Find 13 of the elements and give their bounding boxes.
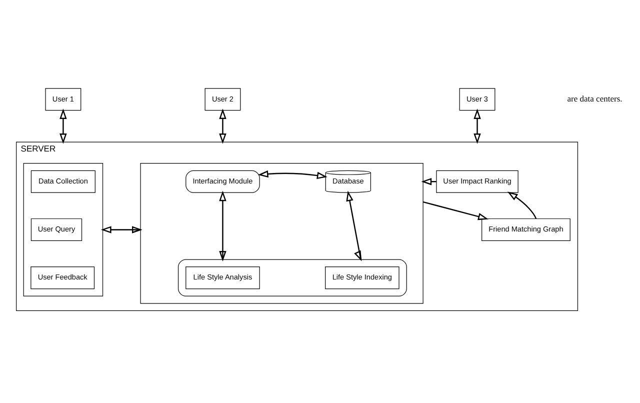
arrow bbox=[219, 190, 226, 261]
arrow bbox=[474, 108, 481, 144]
cluster bbox=[178, 258, 407, 296]
cluster bbox=[140, 162, 424, 304]
arrow bbox=[60, 108, 67, 144]
arrow bbox=[219, 108, 226, 144]
cluster bbox=[23, 162, 104, 296]
arrow bbox=[100, 226, 142, 233]
arrow bbox=[346, 190, 362, 261]
arrow bbox=[258, 170, 328, 179]
arrow bbox=[507, 191, 537, 218]
arrow bbox=[422, 200, 488, 220]
label: are data centers. bbox=[567, 93, 622, 104]
